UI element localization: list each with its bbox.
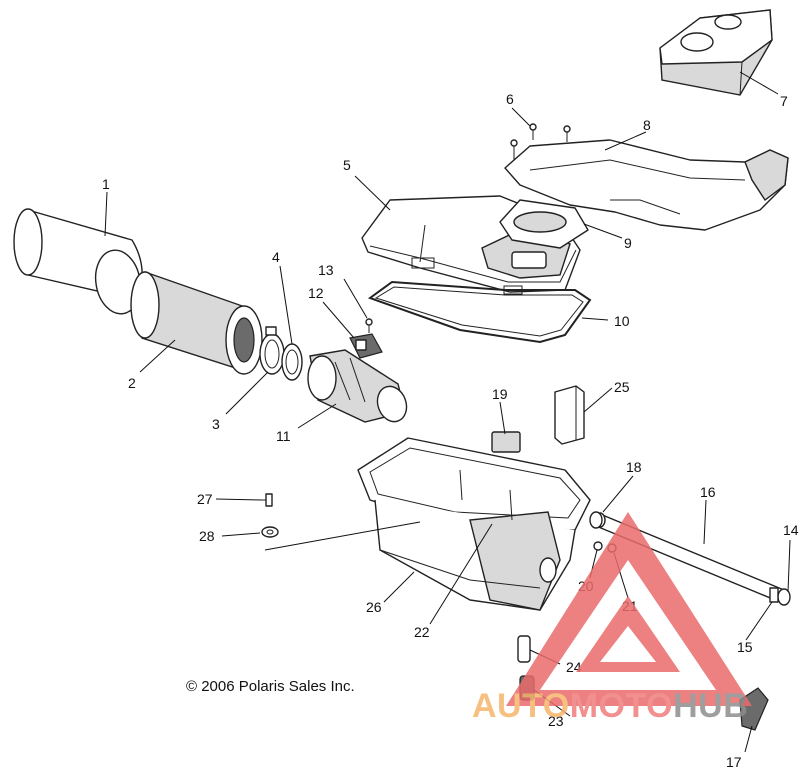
watermark-moto: MOTO [570,687,673,725]
callout-23: 23 [548,713,564,729]
watermark-auto: AUTO [472,687,570,725]
part-10-gasket [367,280,592,344]
callout-26: 26 [366,599,382,615]
watermark-hub: HUB [673,687,748,725]
part-9-adapter-plate [499,199,589,249]
part-4-clamp [281,343,303,381]
watermark-triangle-logo [506,512,752,706]
part-6-screws [510,123,571,160]
callout-7: 7 [780,93,788,109]
callout-4: 4 [272,249,280,265]
copyright-notice: © 2006 Polaris Sales Inc. [186,678,355,695]
callout-3: 3 [212,416,220,432]
callout-13: 13 [318,262,334,278]
callout-1: 1 [102,176,110,192]
watermark: AUTOMOTOHUB [472,512,752,725]
callout-6: 6 [506,91,514,107]
callout-2: 2 [128,375,136,391]
callout-25: 25 [614,379,630,395]
callout-10: 10 [614,313,630,329]
callout-9: 9 [624,235,632,251]
part-3-clamp [259,326,285,375]
part-24-drain-tube [517,635,531,663]
callout-11: 11 [276,428,291,444]
watermark-text: AUTOMOTOHUB [472,687,748,725]
part-18-fitting [589,511,603,529]
callout-5: 5 [343,157,351,173]
assembly-line [264,521,421,551]
part-26-airbox-base [357,431,591,611]
part-7-foam-block [659,9,773,96]
part-15-tube-clamp [769,587,779,603]
part-13-screw [365,318,373,333]
callout-18: 18 [626,459,642,475]
callout-24: 24 [566,659,582,675]
part-8-intake-duct [504,139,789,231]
callout-8: 8 [643,117,651,133]
part-11-outlet-boot [307,349,408,423]
callout-19: 19 [492,386,508,402]
part-28-washer [261,526,279,538]
part-12-sensor [349,333,383,359]
part-25-foam-insert [554,385,585,445]
callout-16: 16 [700,484,716,500]
callout-12: 12 [308,285,324,301]
part-2-filter-element [130,271,263,375]
callout-15: 15 [737,639,753,655]
callout-22: 22 [414,624,430,640]
part-20-clip [593,541,603,551]
callout-14: 14 [783,522,799,538]
part-1-outer-foam-filter [13,208,143,315]
callout-27: 27 [197,491,213,507]
part-27-screw [262,493,273,507]
callout-17: 17 [726,754,742,768]
callout-28: 28 [199,528,215,544]
